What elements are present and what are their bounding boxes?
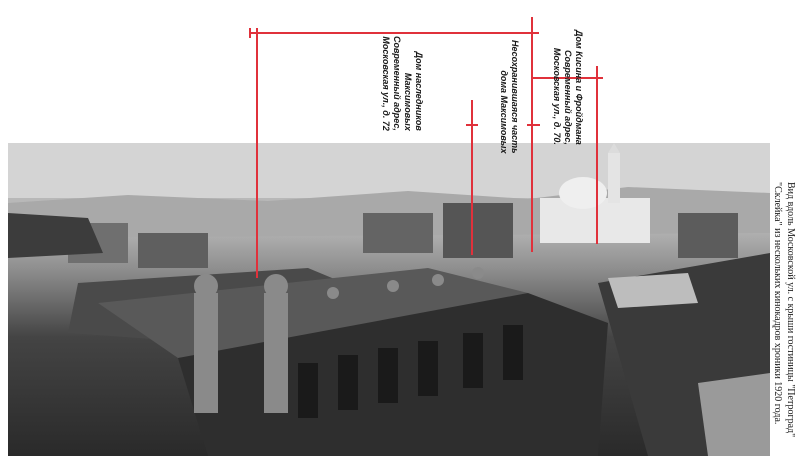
annotation-kisin-house: Дом Кисина и Фройдмана Современный адрес… xyxy=(551,30,584,145)
annotation-line: Несохранившаяся часть xyxy=(510,40,520,154)
building xyxy=(138,233,208,268)
road xyxy=(698,373,770,456)
annotation-line: Московская ул., д. 70. xyxy=(552,47,562,145)
windows xyxy=(298,325,523,418)
annotation-line: Современный адрес, xyxy=(563,49,573,145)
annotation-line: Максимовых xyxy=(403,72,413,131)
caption-line: "Склейка" из нескольких кинокадров хрони… xyxy=(772,182,783,425)
building xyxy=(678,213,738,258)
annotation-line: Дом Кисина и Фройдмана xyxy=(574,30,584,145)
annotation-line: дома Максимовых xyxy=(499,70,509,154)
historic-city-photo xyxy=(8,143,770,456)
annotation-lost-part: Несохранившаяся часть дома Максимовых xyxy=(498,40,520,154)
annotation-line: Дом наследников xyxy=(414,51,424,131)
caption-line: Вид вдоль Московской ул. с крыши гостини… xyxy=(785,182,796,438)
annotation-line: Современный адрес, xyxy=(392,36,402,131)
annotation-heirs-house: Дом наследников Максимовых Современный а… xyxy=(380,36,424,131)
roof xyxy=(8,213,103,258)
roof-finials xyxy=(194,267,484,413)
roof xyxy=(608,273,698,308)
building xyxy=(363,213,433,253)
church xyxy=(540,143,650,243)
annotation-line: Московская ул., д. 72 xyxy=(381,36,391,131)
building xyxy=(443,203,513,258)
photo-caption: Вид вдоль Московской ул. с крыши гостини… xyxy=(771,182,797,437)
